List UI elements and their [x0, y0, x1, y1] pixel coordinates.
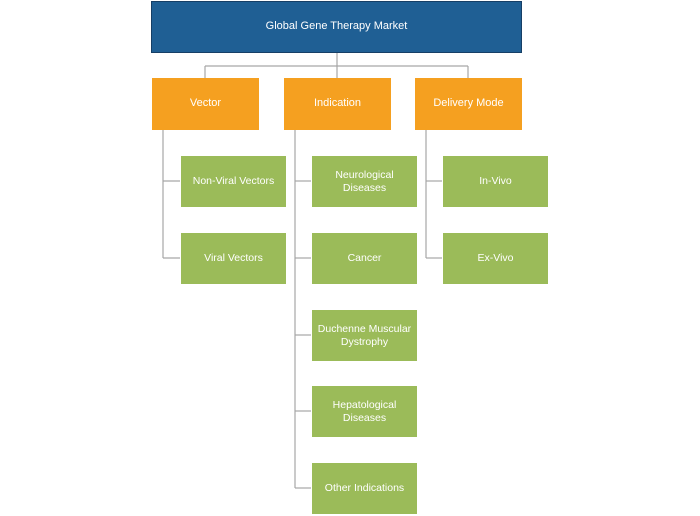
- leaf-label: Non-Viral Vectors: [192, 175, 275, 188]
- leaf-neurological-diseases: Neurological Diseases: [311, 155, 418, 208]
- leaf-cancer: Cancer: [311, 232, 418, 285]
- category-indication: Indication: [284, 78, 391, 130]
- leaf-hepatological-diseases: Hepatological Diseases: [311, 385, 418, 438]
- leaf-duchenne-muscular-dystrophy: Duchenne Muscular Dystrophy: [311, 309, 418, 362]
- leaf-label: Neurological Diseases: [335, 168, 394, 194]
- leaf-non-viral-vectors: Non-Viral Vectors: [180, 155, 287, 208]
- leaf-label: Duchenne Muscular Dystrophy: [317, 322, 412, 348]
- leaf-label: Cancer: [347, 252, 382, 265]
- leaf-label: Viral Vectors: [204, 252, 263, 265]
- category-label: Delivery Mode: [433, 97, 504, 110]
- leaf-label: Hepatological Diseases: [332, 398, 397, 424]
- category-label: Vector: [189, 97, 222, 110]
- category-vector: Vector: [152, 78, 259, 130]
- leaf-in-vivo: In-Vivo: [442, 155, 549, 208]
- category-delivery-mode: Delivery Mode: [415, 78, 522, 130]
- root-label: Global Gene Therapy Market: [265, 20, 408, 33]
- leaf-other-indications: Other Indications: [311, 462, 418, 515]
- leaf-label: Ex-Vivo: [477, 252, 514, 265]
- leaf-ex-vivo: Ex-Vivo: [442, 232, 549, 285]
- leaf-viral-vectors: Viral Vectors: [180, 232, 287, 285]
- leaf-label: Other Indications: [324, 482, 405, 495]
- category-label: Indication: [313, 97, 362, 110]
- root-node: Global Gene Therapy Market: [151, 1, 522, 53]
- leaf-label: In-Vivo: [479, 175, 512, 188]
